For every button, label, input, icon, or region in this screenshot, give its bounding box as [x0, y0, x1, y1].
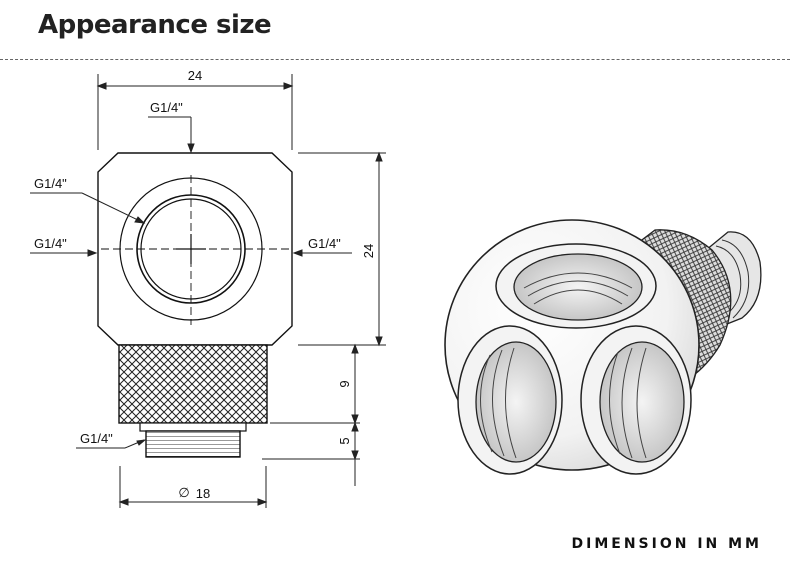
front-view [97, 152, 293, 458]
dim-diameter [118, 466, 268, 508]
port-bottom-label: G1/4" [80, 431, 113, 446]
dim-diameter-label: 18 [196, 486, 210, 501]
port-front-label: G1/4" [34, 176, 67, 191]
dim-thread-label: 5 [337, 437, 352, 444]
dim-knurl-thread [262, 343, 360, 486]
port-left-label: G1/4" [34, 236, 67, 251]
port-right-label: G1/4" [308, 236, 341, 251]
units-note: DIMENSION IN MM [571, 536, 762, 552]
port-top-label: G1/4" [150, 100, 183, 115]
port-leaders [30, 116, 352, 449]
page-title: Appearance size [38, 10, 272, 40]
dim-knurl-label: 9 [337, 380, 352, 387]
dim-height-label: 24 [361, 244, 376, 258]
dim-width-label: 24 [188, 68, 202, 83]
thread-collar [139, 422, 247, 432]
dim-width-top [96, 74, 294, 150]
thread-stem [145, 430, 241, 458]
fitting-3d-illustration [444, 219, 762, 475]
header-divider [0, 59, 790, 60]
dim-height-right [298, 151, 386, 347]
diameter-symbol: ∅ [178, 485, 189, 500]
knurled-ring [118, 344, 268, 424]
